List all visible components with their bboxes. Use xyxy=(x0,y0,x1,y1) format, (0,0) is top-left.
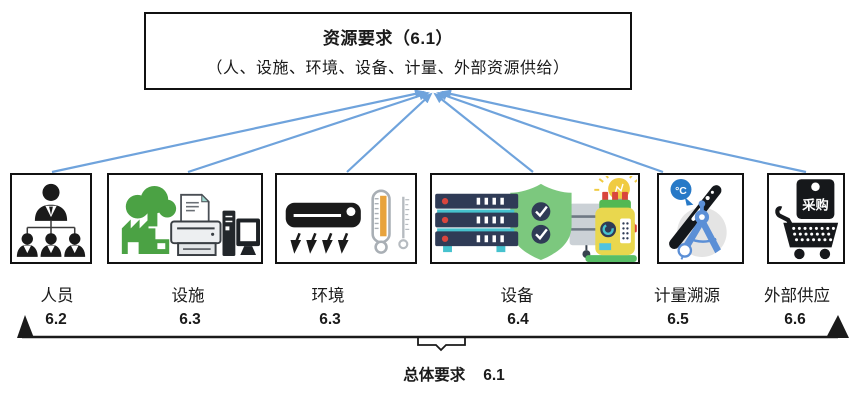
category-box-personnel xyxy=(10,173,92,264)
meter-device-glyph xyxy=(585,191,637,262)
category-box-equipment xyxy=(430,173,640,264)
clause-equipment: 6.4 xyxy=(507,311,529,328)
label-equipment: 设备 xyxy=(500,287,534,305)
resource-requirement-box: 资源要求（6.1） （人、设施、环境、设备、计量、外部资源供给） xyxy=(144,12,632,90)
computer-glyph xyxy=(222,210,260,256)
printer-glyph xyxy=(170,193,222,256)
celsius-label: °C xyxy=(675,186,687,197)
air-conditioner-thermometers-icon xyxy=(285,189,410,254)
right-triangle-icon xyxy=(826,315,849,338)
clause-environment: 6.3 xyxy=(319,311,341,328)
overall-requirement-label: 总体要求 xyxy=(403,367,466,384)
resource-requirement-title: 资源要求（6.1） xyxy=(322,29,454,48)
clause-metrology: 6.5 xyxy=(667,311,689,328)
left-triangle-icon xyxy=(17,315,34,338)
thermometer-small-glyph xyxy=(398,196,410,249)
overall-requirement-text: 总体要求 6.1 xyxy=(403,363,505,385)
category-box-metrology: °C xyxy=(657,173,744,264)
underbrace-icon xyxy=(417,338,466,352)
procurement-tag-glyph: 采购 xyxy=(796,179,835,219)
procurement-cart-icon: 采购 xyxy=(775,179,839,260)
factory-printer-computer-icon xyxy=(121,185,260,256)
label-environment: 环境 xyxy=(311,287,345,305)
celsius-bubble: °C xyxy=(670,179,694,206)
servers-shield-meter-bulb-icon xyxy=(435,175,637,262)
arrow-lines xyxy=(51,89,807,174)
server-stack-glyph xyxy=(435,193,519,252)
label-external-supply: 外部供应 xyxy=(764,287,830,305)
thermometer-large-glyph xyxy=(371,189,391,254)
drafting-compass-glyph xyxy=(677,200,721,260)
clause-external-supply: 6.6 xyxy=(784,311,806,328)
procurement-tag-label: 采购 xyxy=(801,197,828,213)
air-conditioner-glyph xyxy=(285,202,361,254)
shield-check-glyph xyxy=(510,183,572,260)
category-box-environment xyxy=(275,173,417,264)
thermometer-compass-icon: °C xyxy=(669,179,727,260)
category-box-facilities xyxy=(107,173,263,264)
clause-facilities: 6.3 xyxy=(179,311,201,328)
org-chart-icon xyxy=(16,183,86,257)
label-facilities: 设施 xyxy=(171,287,205,305)
clause-personnel: 6.2 xyxy=(45,311,67,328)
resource-requirement-subtitle: （人、设施、环境、设备、计量、外部资源供给） xyxy=(206,60,570,77)
overall-requirement-clause: 6.1 xyxy=(483,367,505,384)
label-personnel: 人员 xyxy=(40,287,74,305)
label-metrology: 计量溯源 xyxy=(654,287,720,305)
category-box-external-supply: 采购 xyxy=(767,173,845,264)
cart-glyph xyxy=(775,206,839,260)
